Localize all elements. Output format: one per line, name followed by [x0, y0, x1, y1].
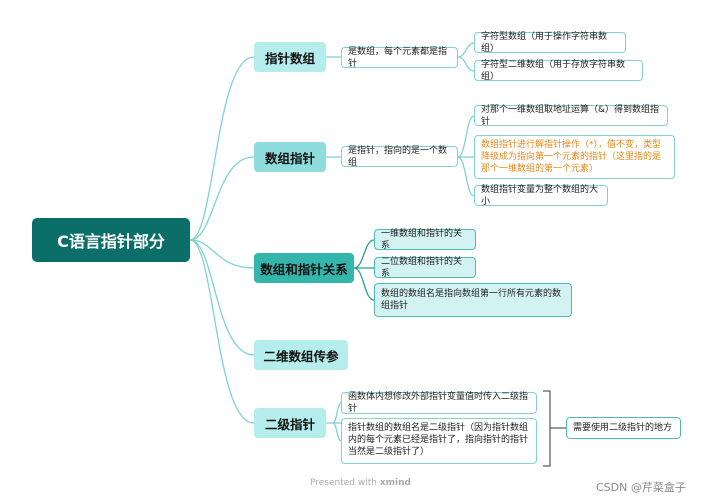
topic-pointer-array[interactable]: 指针数组: [254, 42, 326, 72]
topic-array-pointer-desc[interactable]: 是指针，指向的是一个数组: [341, 146, 458, 168]
array-pointer-item-3[interactable]: 数组指针变量为整个数组的大小: [474, 185, 608, 207]
double-pointer-item-1[interactable]: 函数体内想修改外部指针变量值时传入二级指针: [341, 392, 537, 414]
xmind-brand: xmind: [379, 478, 411, 488]
double-pointer-item-2[interactable]: 指针数组的数组名是二级指针（因为指针数组内的每个元素已经是指针了，指向指针的指针…: [341, 418, 537, 464]
relation-item-3[interactable]: 数组的数组名是指向数组第一行所有元素的数组指针: [374, 283, 572, 317]
csdn-watermark: CSDN @芹菜盒子: [596, 481, 686, 494]
presented-label: Presented with: [310, 478, 377, 488]
topic-2d-array-param[interactable]: 二维数组传参: [254, 340, 348, 370]
array-pointer-item-2[interactable]: 数组指针进行解指针操作（*），值不变，类型降级成为指向第一个元素的指针（这里指的…: [474, 135, 675, 179]
relation-item-2[interactable]: 二位数组和指针的关系: [374, 257, 476, 279]
root-topic[interactable]: C语言指针部分: [32, 218, 190, 262]
summary-double-pointer-usage[interactable]: 需要使用二级指针的地方: [566, 417, 681, 439]
topic-array-pointer[interactable]: 数组指针: [254, 142, 326, 172]
pointer-array-item-2[interactable]: 字符型二维数组（用于存放字符串数组）: [474, 60, 643, 82]
topic-array-pointer-relation[interactable]: 数组和指针关系: [254, 253, 354, 283]
array-pointer-item-1[interactable]: 对那个一维数组取地址运算（&）得到数组指针: [474, 105, 668, 127]
topic-double-pointer[interactable]: 二级指针: [254, 408, 326, 438]
pointer-array-item-1[interactable]: 字符型数组（用于操作字符串数组）: [474, 32, 626, 54]
relation-item-1[interactable]: 一维数组和指针的关系: [374, 229, 476, 251]
topic-pointer-array-desc[interactable]: 是数组，每个元素都是指针: [341, 47, 458, 69]
presented-with-watermark: Presented with xmind: [310, 478, 411, 488]
